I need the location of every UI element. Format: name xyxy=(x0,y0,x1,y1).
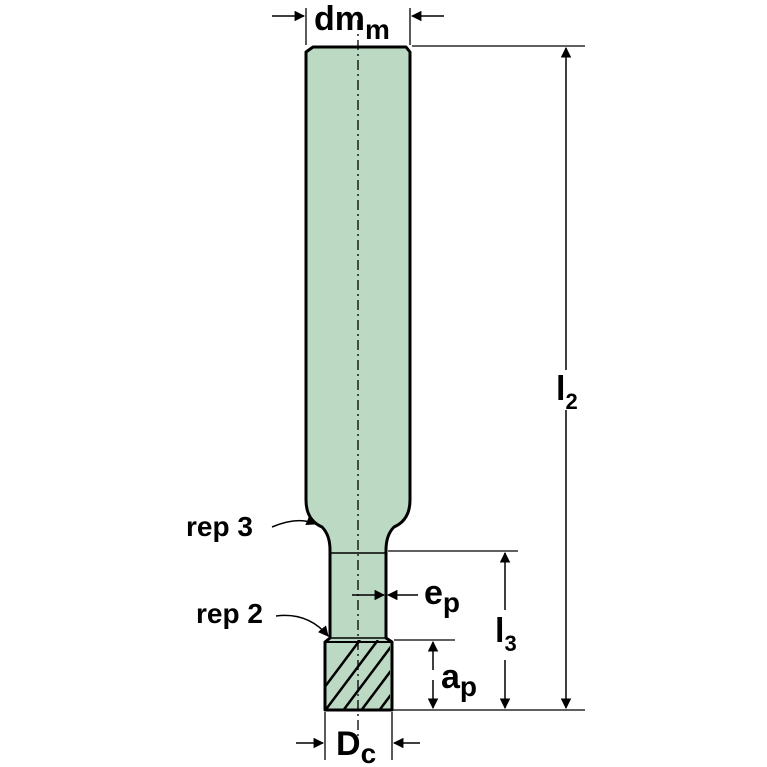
dc-label-main: D xyxy=(336,725,361,763)
l2-label: l2 xyxy=(556,370,578,413)
dmm-label-sub: m xyxy=(365,14,390,45)
rep2-label: rep 2 xyxy=(196,598,263,629)
ep-label-main: e xyxy=(424,574,443,612)
ep-label-sub: p xyxy=(442,587,461,618)
l3-label-main: l xyxy=(495,612,505,650)
l3-label-sub: 3 xyxy=(504,631,517,656)
dc-label: Dc xyxy=(336,725,376,767)
ap-label: ap xyxy=(441,658,477,701)
ap-label-sub: p xyxy=(459,671,478,702)
rep3-leader xyxy=(271,515,317,528)
ep-label: ep xyxy=(424,574,460,617)
dmm-label: dmm xyxy=(314,0,390,44)
l2-label-sub: 2 xyxy=(565,389,578,414)
ap-label-main: a xyxy=(441,658,460,696)
rep3-label: rep 3 xyxy=(186,511,253,542)
l3-label: l3 xyxy=(495,612,517,655)
cutting-flutes xyxy=(325,640,390,710)
dc-label-sub: c xyxy=(360,738,377,767)
l2-label-main: l xyxy=(556,370,566,408)
rep2-leader xyxy=(275,614,329,637)
dmm-label-main: dm xyxy=(314,0,365,38)
